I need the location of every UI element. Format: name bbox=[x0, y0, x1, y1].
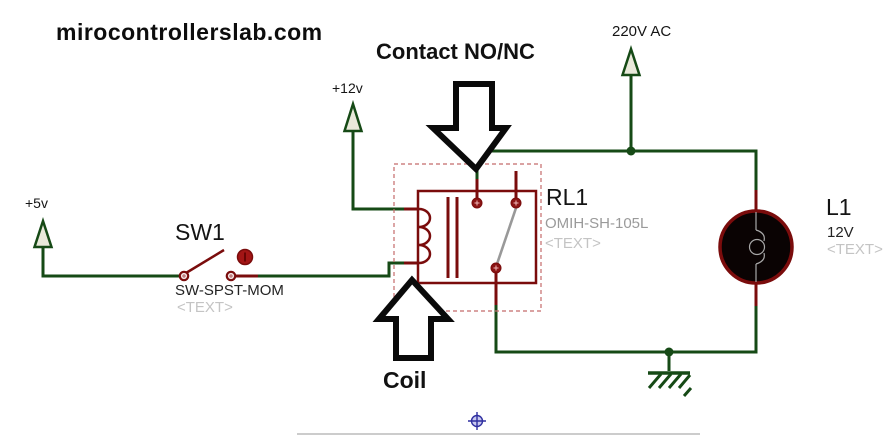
relay-coil bbox=[418, 207, 432, 265]
switch-part-label: SW-SPST-MOM bbox=[175, 282, 284, 299]
wire-switch-to-coil[interactable] bbox=[257, 261, 404, 278]
lamp-filament bbox=[748, 212, 766, 282]
junction-dot bbox=[664, 347, 674, 357]
power-arrow-icon-220v[interactable] bbox=[620, 44, 642, 77]
junction-dot bbox=[626, 146, 636, 156]
wire-relay-no-to-ground[interactable] bbox=[494, 305, 758, 354]
rail-5v-label: +5v bbox=[25, 195, 48, 211]
relay-rl1[interactable] bbox=[393, 163, 542, 312]
lamp-value-label: 12V bbox=[827, 224, 854, 241]
coil-arrow-icon bbox=[372, 275, 455, 361]
relay-core bbox=[446, 197, 459, 278]
power-arrow-icon-12v[interactable] bbox=[342, 99, 364, 133]
rail-12v-label: +12v bbox=[332, 80, 363, 96]
switch-sw1[interactable] bbox=[178, 248, 258, 282]
coil-annotation-label: Coil bbox=[383, 367, 427, 393]
relay-ref-label: RL1 bbox=[546, 184, 589, 210]
origin-marker-icon bbox=[468, 412, 486, 430]
switch-lever bbox=[185, 248, 225, 275]
site-title: mirocontrollerslab.com bbox=[56, 19, 323, 45]
relay-text-placeholder: <TEXT> bbox=[545, 235, 601, 252]
lamp-body bbox=[718, 209, 794, 285]
rail-220v-label: 220V AC bbox=[612, 23, 672, 40]
switch-ref-label: SW1 bbox=[175, 219, 225, 245]
power-arrow-icon-5v[interactable] bbox=[32, 216, 54, 249]
lamp-ref-label: L1 bbox=[826, 194, 852, 220]
lamp-text-placeholder: <TEXT> bbox=[827, 241, 883, 258]
relay-contact-lever bbox=[495, 207, 518, 265]
ground-symbol[interactable] bbox=[647, 371, 693, 397]
switch-text-placeholder: <TEXT> bbox=[177, 299, 233, 316]
contact-arrow-icon bbox=[425, 81, 512, 174]
lamp-l1[interactable] bbox=[718, 190, 794, 306]
contact-annotation-label: Contact NO/NC bbox=[376, 39, 535, 64]
wire-12v-to-coil[interactable] bbox=[351, 131, 404, 211]
relay-part-label: OMIH-SH-105L bbox=[545, 215, 649, 232]
wire-contact-common-feed[interactable] bbox=[475, 149, 758, 190]
wire-5v-to-switch[interactable] bbox=[41, 247, 179, 278]
